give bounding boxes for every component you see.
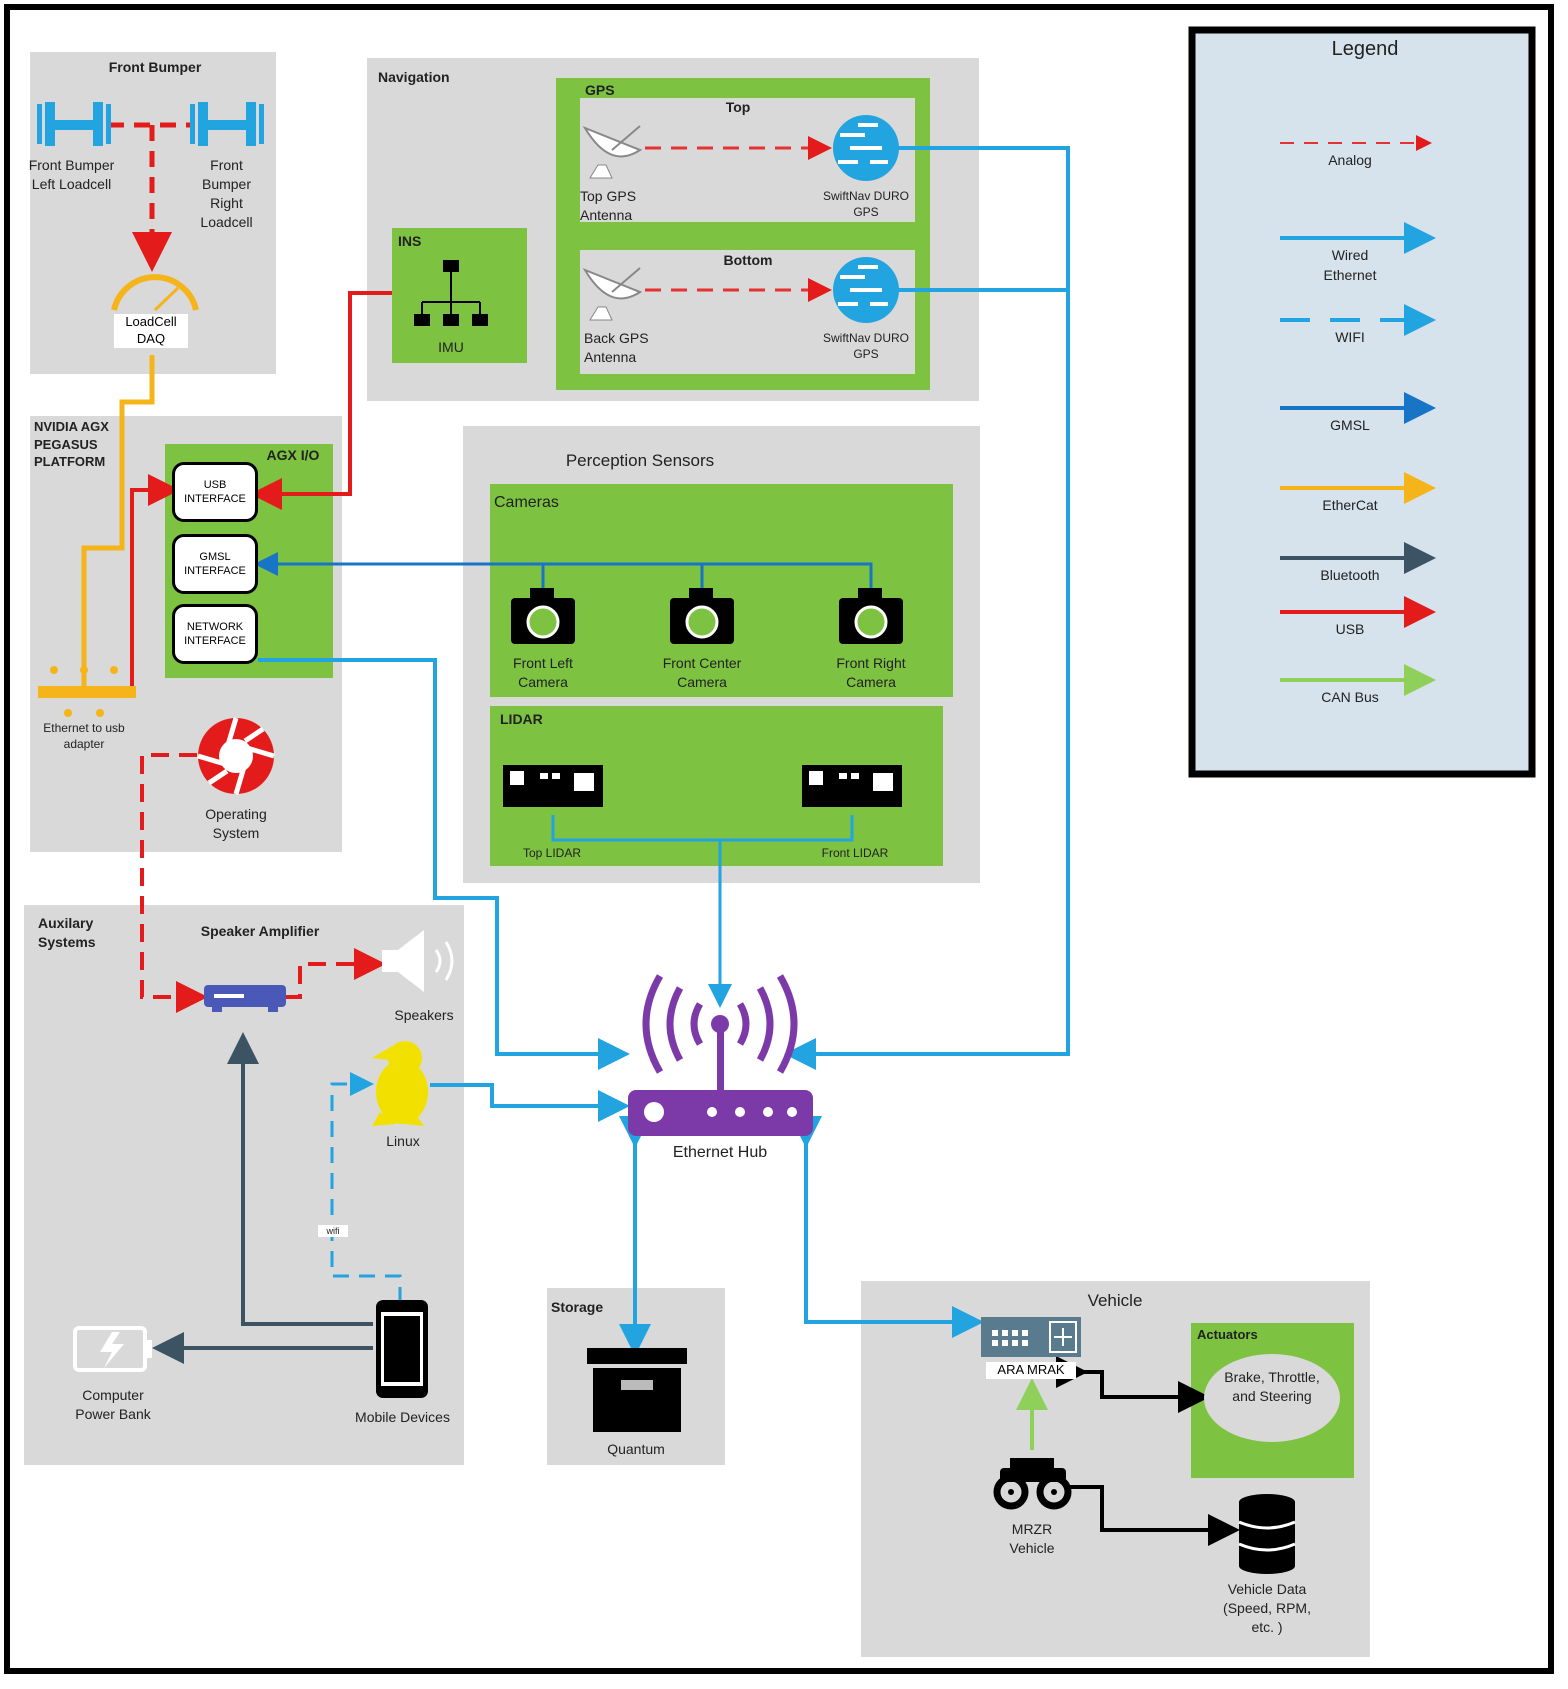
network-interface-port: NETWORK INTERFACE xyxy=(172,604,258,664)
front-left-camera-icon xyxy=(511,588,575,644)
top-lidar-label: Top LIDAR xyxy=(522,846,582,860)
front-left-camera-label: Front Left Camera xyxy=(513,655,573,690)
wifi-small-label: wifi xyxy=(318,1225,348,1238)
ethernet-top-gps xyxy=(784,146,1070,1070)
analog-os-to-amplifier xyxy=(140,753,208,1013)
ara-mrak-icon xyxy=(981,1317,1081,1357)
gps-top-title: Top xyxy=(725,99,751,115)
legend-lines xyxy=(1280,135,1436,696)
gmsl-interface-port: GMSL INTERFACE xyxy=(172,534,258,594)
speaker-icon xyxy=(382,930,454,992)
front-center-camera-label: Front Center Camera xyxy=(662,655,742,690)
navigation-title: Navigation xyxy=(378,69,450,85)
usb-imu-to-interface xyxy=(250,291,392,510)
imu-label: IMU xyxy=(438,339,464,355)
top-lidar-icon xyxy=(503,765,603,807)
legend-label-4: EtherCat xyxy=(1322,497,1378,513)
wifi-mobile-to-linux xyxy=(330,1072,402,1303)
legend-box xyxy=(1188,26,1536,778)
gmsl-camera-bus xyxy=(254,552,873,590)
bluetooth-mobile-to-amplifier xyxy=(227,1032,373,1326)
database-icon xyxy=(1238,1494,1296,1574)
lidar-title: LIDAR xyxy=(500,711,543,727)
loadcell-right-label: Front Bumper Right Loadcell xyxy=(200,157,253,230)
speakers-label: Speakers xyxy=(394,1007,454,1023)
legend-title: Legend xyxy=(1331,38,1399,60)
legend-label-3: GMSL xyxy=(1330,417,1370,433)
vehicle-to-data xyxy=(1070,1485,1240,1546)
back-satellite-dish-icon xyxy=(582,267,643,321)
top-gps-label: SwiftNav DURO GPS xyxy=(822,189,909,220)
mobile-phone-icon xyxy=(376,1300,428,1398)
loadcell-left-icon xyxy=(37,102,111,146)
legend-label-1: Wired Ethernet xyxy=(1323,247,1377,283)
speaker-amplifier-label: Speaker Amplifier xyxy=(200,923,320,939)
auxiliary-title: Auxilary Systems xyxy=(38,915,96,950)
front-right-camera-icon xyxy=(839,588,903,644)
ethernet-hub-label: Ethernet Hub xyxy=(672,1144,768,1161)
battery-icon xyxy=(73,1326,152,1372)
agx-io-title: AGX I/O xyxy=(266,447,320,463)
power-bank-label: Computer Power Bank xyxy=(75,1387,151,1422)
operating-system-label: Operating System xyxy=(205,806,267,841)
actuators-title: Actuators xyxy=(1197,1327,1258,1342)
front-bumper-title: Front Bumper xyxy=(108,59,202,75)
bottom-gps-label: SwiftNav DURO GPS xyxy=(822,331,909,362)
gps-title: GPS xyxy=(585,82,615,98)
actuators-body-label: Brake, Throttle, and Steering xyxy=(1224,1369,1320,1404)
loadcell-daq-label: LoadCell DAQ xyxy=(114,314,188,348)
cameras-title: Cameras xyxy=(494,494,559,511)
bottom-gps-globe-icon xyxy=(833,257,899,323)
gps-bottom-title: Bottom xyxy=(723,252,773,268)
top-gps-globe-icon xyxy=(833,115,899,181)
loadcell-right-icon xyxy=(190,102,264,146)
mrak-to-actuators xyxy=(1056,1356,1210,1413)
legend-label-6: USB xyxy=(1335,621,1365,637)
gauge-icon xyxy=(111,274,199,312)
ethernet-usb-adapter-label: Ethernet to usb adapter xyxy=(43,721,125,752)
mrzr-vehicle-label: MRZR Vehicle xyxy=(1009,1521,1055,1556)
perception-title: Perception Sensors xyxy=(565,451,715,470)
ins-title: INS xyxy=(398,233,422,249)
ara-mrak-label: ARA MRAK xyxy=(986,1362,1076,1379)
top-satellite-dish-icon xyxy=(582,125,643,179)
loadcell-left-label: Front Bumper Left Loadcell xyxy=(28,157,115,192)
ethernet-lidar-link xyxy=(551,815,854,842)
storage-box-icon xyxy=(587,1348,687,1432)
front-lidar-label: Front LIDAR xyxy=(821,846,889,860)
legend-label-0: Analog xyxy=(1328,152,1372,168)
linux-label: Linux xyxy=(386,1133,420,1149)
ethernet-network-to-hub xyxy=(258,658,630,1070)
quantum-label: Quantum xyxy=(607,1441,665,1457)
imu-icon xyxy=(414,260,488,326)
back-gps-antenna-label: Back GPS Antenna xyxy=(584,330,649,365)
aperture-icon xyxy=(197,717,275,795)
legend-label-5: Bluetooth xyxy=(1320,567,1380,583)
vehicle-title: Vehicle xyxy=(1087,1291,1143,1310)
front-center-camera-icon xyxy=(670,588,734,644)
nvidia-title: NVIDIA AGX PEGASUS PLATFORM xyxy=(34,419,109,470)
mrzr-vehicle-icon xyxy=(993,1458,1072,1510)
usb-adapter-to-interface xyxy=(130,474,180,686)
actuators-ellipse xyxy=(1204,1354,1340,1442)
speaker-amplifier-icon xyxy=(204,985,286,1012)
linux-penguin-icon xyxy=(372,1041,428,1126)
front-lidar-icon xyxy=(802,765,902,807)
analog-amplifier-to-speaker xyxy=(285,948,386,999)
ethernet-hub-mrak xyxy=(790,1116,984,1338)
ethernet-linux-to-hub xyxy=(430,1083,630,1122)
front-right-camera-label: Front Right Camera xyxy=(836,655,906,690)
top-gps-antenna-label: Top GPS Antenna xyxy=(580,188,637,223)
ethercat-daq-to-adapter xyxy=(81,355,155,686)
mobile-devices-label: Mobile Devices xyxy=(355,1409,450,1425)
ethernet-usb-adapter-icon xyxy=(38,666,136,717)
ins-group xyxy=(392,228,527,363)
storage-title: Storage xyxy=(551,1299,604,1315)
legend-label-7: CAN Bus xyxy=(1321,689,1379,705)
usb-interface-port: USB INTERFACE xyxy=(172,462,258,522)
ethernet-hub-router-icon xyxy=(628,974,813,1136)
legend-label-2: WIFI xyxy=(1335,329,1365,345)
vehicle-data-label: Vehicle Data (Speed, RPM, etc. ) xyxy=(1223,1581,1311,1635)
